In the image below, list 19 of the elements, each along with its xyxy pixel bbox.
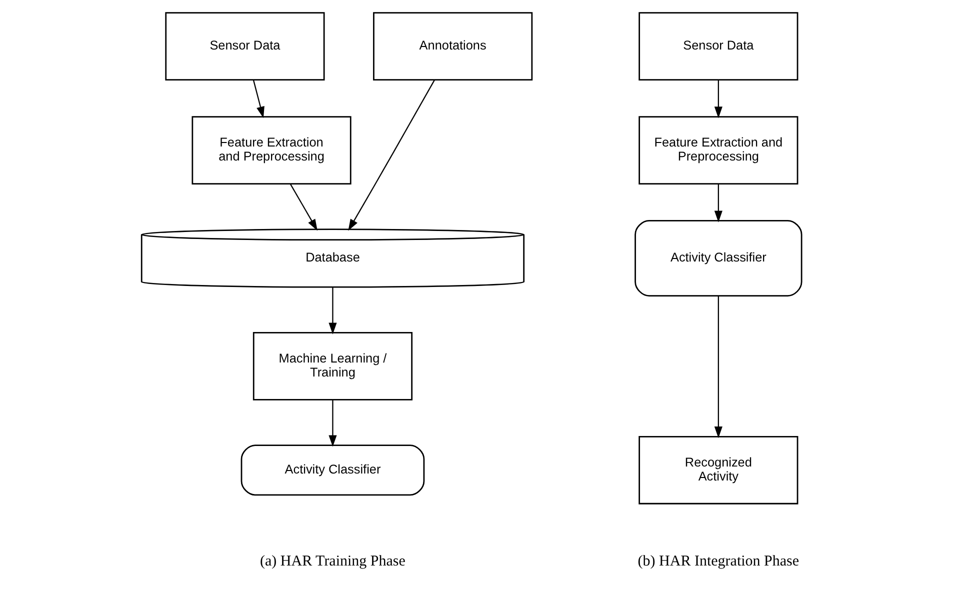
arrow bbox=[290, 184, 318, 231]
arrow bbox=[252, 80, 264, 118]
arrow bbox=[714, 80, 722, 118]
node-box: Recognized Activity bbox=[638, 436, 798, 504]
node-box: Annotations bbox=[373, 12, 533, 81]
node-box: Sensor Data bbox=[638, 12, 798, 81]
node-box: Sensor Data bbox=[165, 12, 325, 81]
arrow bbox=[714, 296, 722, 438]
arrow bbox=[714, 184, 722, 222]
node-box: Activity Classifier bbox=[634, 220, 802, 296]
label: (b) HAR Integration Phase bbox=[638, 553, 800, 570]
arrow bbox=[328, 400, 337, 447]
arrow bbox=[348, 80, 435, 231]
node-box: Feature Extraction and Preprocessing bbox=[192, 116, 352, 184]
node-box: Machine Learning / Training bbox=[252, 332, 413, 400]
node-box: Feature Extraction and Preprocessing bbox=[638, 116, 798, 184]
arrow bbox=[328, 287, 337, 334]
label: (a) HAR Training Phase bbox=[260, 553, 406, 570]
node-box: Activity Classifier bbox=[240, 444, 425, 496]
